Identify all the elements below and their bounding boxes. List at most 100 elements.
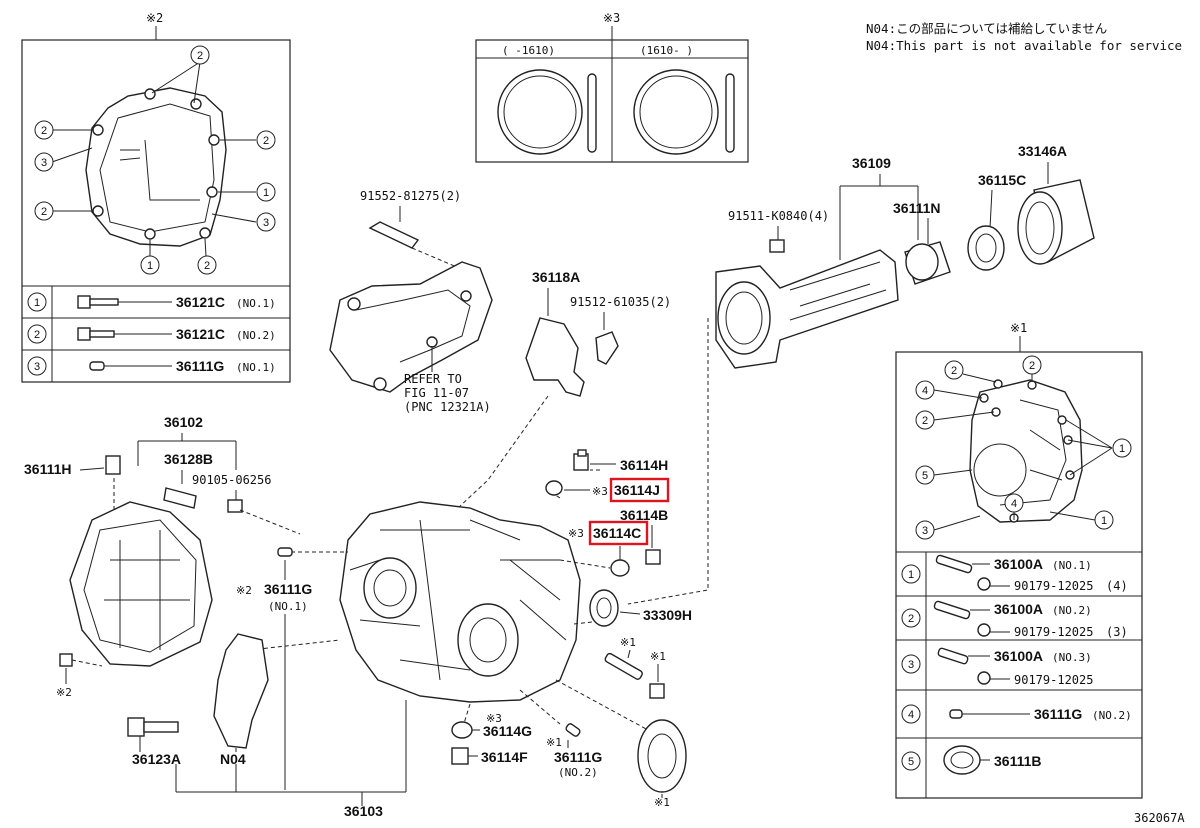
label-mark2-36111G: ※2 bbox=[236, 584, 252, 597]
label-36123A: 36123A bbox=[132, 751, 181, 767]
svg-text:90179-12025: 90179-12025 bbox=[1014, 579, 1093, 593]
label-33309H: 33309H bbox=[643, 607, 692, 623]
label-mark3-36114G: ※3 bbox=[486, 712, 502, 725]
box1-row-5: 5 36111B bbox=[901, 745, 1042, 775]
label-36111G-no1: 36111G bbox=[264, 581, 312, 597]
label-36114J: 36114J bbox=[614, 482, 660, 498]
svg-text:1: 1 bbox=[908, 569, 914, 581]
note-japanese: N04:この部品については補給していません bbox=[866, 21, 1107, 36]
label-36114G: 36114G bbox=[483, 723, 532, 739]
svg-text:36111B: 36111B bbox=[994, 753, 1042, 769]
svg-text:36100A: 36100A bbox=[994, 601, 1043, 617]
inset-box-2: ※2 2 2 2 3 2 1 2 3 bbox=[21, 11, 291, 383]
plate-36118A-group: 36118A 91512-61035(2) bbox=[457, 269, 671, 509]
label-36128B: 36128B bbox=[164, 451, 213, 467]
svg-text:3: 3 bbox=[263, 217, 269, 229]
svg-text:36111G: 36111G bbox=[176, 358, 224, 374]
svg-text:36121C: 36121C bbox=[176, 294, 225, 310]
svg-text:(NO.2): (NO.2) bbox=[1052, 604, 1092, 617]
svg-text:(NO.1): (NO.1) bbox=[236, 361, 276, 374]
label-36109: 36109 bbox=[852, 155, 891, 171]
box2-row-3: 3 36111G (NO.1) bbox=[27, 356, 276, 376]
cover-36102-group: 36102 36111H 36128B 90105-06256 ※2 bbox=[24, 414, 301, 699]
bottom-left-parts: ※2 36111G (NO.1) N04 36123A 36103 bbox=[127, 547, 407, 819]
svg-text:5: 5 bbox=[908, 756, 914, 768]
box3-col2-label: (1610- ) bbox=[640, 44, 693, 57]
svg-text:3: 3 bbox=[41, 157, 47, 169]
svg-text:1: 1 bbox=[34, 297, 40, 309]
svg-text:3: 3 bbox=[908, 659, 914, 671]
box1-row-4: 4 36111G (NO.2) bbox=[901, 704, 1132, 724]
svg-text:90179-12025: 90179-12025 bbox=[1014, 625, 1093, 639]
note-english: N04:This part is not available for servi… bbox=[866, 38, 1182, 53]
label-36115C: 36115C bbox=[978, 172, 1026, 188]
highlight-36114J bbox=[609, 477, 670, 503]
label-36114H: 36114H bbox=[620, 457, 668, 473]
svg-text:4: 4 bbox=[908, 709, 914, 721]
extension-housing-group: 36109 36115C 36111N 33146A 91511-K0840(4… bbox=[627, 143, 1095, 605]
svg-text:2: 2 bbox=[922, 415, 928, 427]
label-36111G-no2: 36111G bbox=[554, 749, 602, 765]
small-parts-group: 36114H ※3 36114J 36114B ※3 36114C 33309H… bbox=[451, 449, 692, 809]
svg-text:2: 2 bbox=[41, 206, 47, 218]
figure-id: 362067A bbox=[1134, 811, 1185, 825]
box1-row-3: 3 36100A (NO.3) 90179-12025 bbox=[901, 647, 1093, 687]
transfer-case-36103 bbox=[249, 469, 649, 731]
svg-text:1: 1 bbox=[147, 260, 153, 272]
label-36118A: 36118A bbox=[532, 269, 580, 285]
svg-text:2: 2 bbox=[34, 329, 40, 341]
highlight-36114C bbox=[588, 520, 649, 546]
label-refer-pnc: (PNC 12321A) bbox=[404, 400, 491, 414]
svg-text:36111G: 36111G bbox=[1034, 706, 1082, 722]
box2-row-1: 1 36121C (NO.1) bbox=[27, 292, 276, 312]
label-36111H: 36111H bbox=[24, 461, 72, 477]
label-91552-81275: 91552-81275(2) bbox=[360, 189, 461, 203]
label-36114C: 36114C bbox=[593, 525, 641, 541]
box2-callout-circles: 2 2 2 3 2 1 2 3 1 bbox=[34, 45, 276, 275]
label-36103: 36103 bbox=[344, 803, 383, 819]
inset-box-1-title: ※1 bbox=[1010, 321, 1027, 335]
svg-text:3: 3 bbox=[922, 525, 928, 537]
svg-text:(NO.1): (NO.1) bbox=[236, 297, 276, 310]
inset-box-3: ※3 ( -1610) (1610- ) bbox=[475, 11, 749, 163]
svg-text:2: 2 bbox=[197, 50, 203, 62]
svg-text:1: 1 bbox=[1119, 443, 1125, 455]
svg-text:4: 4 bbox=[1011, 498, 1017, 510]
label-mark1-seal: ※1 bbox=[654, 796, 670, 809]
svg-text:(NO.2): (NO.2) bbox=[1092, 709, 1132, 722]
label-90105-06256: 90105-06256 bbox=[192, 473, 271, 487]
svg-text:3: 3 bbox=[34, 361, 40, 373]
svg-text:36100A: 36100A bbox=[994, 648, 1043, 664]
label-91511-K0840: 91511-K0840(4) bbox=[728, 209, 829, 223]
inset-box-3-title: ※3 bbox=[603, 11, 620, 25]
label-N04: N04 bbox=[220, 751, 246, 767]
label-33146A: 33146A bbox=[1018, 143, 1067, 159]
label-refer-fig: FIG 11-07 bbox=[404, 386, 469, 400]
svg-text:4: 4 bbox=[922, 385, 928, 397]
label-mark2-bolt: ※2 bbox=[56, 686, 72, 699]
box1-row-1: 1 36100A (NO.1) 90179-12025 (4) bbox=[901, 554, 1128, 593]
inset-box-2-title: ※2 bbox=[146, 11, 163, 25]
label-36102: 36102 bbox=[164, 414, 203, 430]
svg-text:36121C: 36121C bbox=[176, 326, 225, 342]
svg-text:(NO.2): (NO.2) bbox=[236, 329, 276, 342]
svg-text:2: 2 bbox=[204, 260, 210, 272]
svg-text:2: 2 bbox=[908, 613, 914, 625]
box2-row-2: 2 36121C (NO.2) bbox=[27, 324, 276, 344]
svg-text:2: 2 bbox=[1029, 360, 1035, 372]
label-mark1-36111G: ※1 bbox=[546, 736, 562, 749]
svg-text:2: 2 bbox=[951, 365, 957, 377]
svg-text:(NO.3): (NO.3) bbox=[1052, 651, 1092, 664]
bracket-group: 91552-81275(2) REFER TO FIG 11-07 (PNC 1… bbox=[329, 189, 493, 414]
svg-text:(NO.1): (NO.1) bbox=[1052, 559, 1092, 572]
label-36114B: 36114B bbox=[620, 507, 668, 523]
svg-text:1: 1 bbox=[1101, 515, 1107, 527]
label-mark3-36114J: ※3 bbox=[592, 485, 608, 498]
svg-text:36100A: 36100A bbox=[994, 556, 1043, 572]
svg-text:90179-12025: 90179-12025 bbox=[1014, 673, 1093, 687]
label-36111G-no2-qual: (NO.2) bbox=[558, 766, 598, 779]
svg-text:2: 2 bbox=[263, 135, 269, 147]
label-mark1-stud: ※1 bbox=[620, 636, 636, 649]
label-36114F: 36114F bbox=[481, 749, 528, 765]
label-refer-to: REFER TO bbox=[404, 372, 462, 386]
